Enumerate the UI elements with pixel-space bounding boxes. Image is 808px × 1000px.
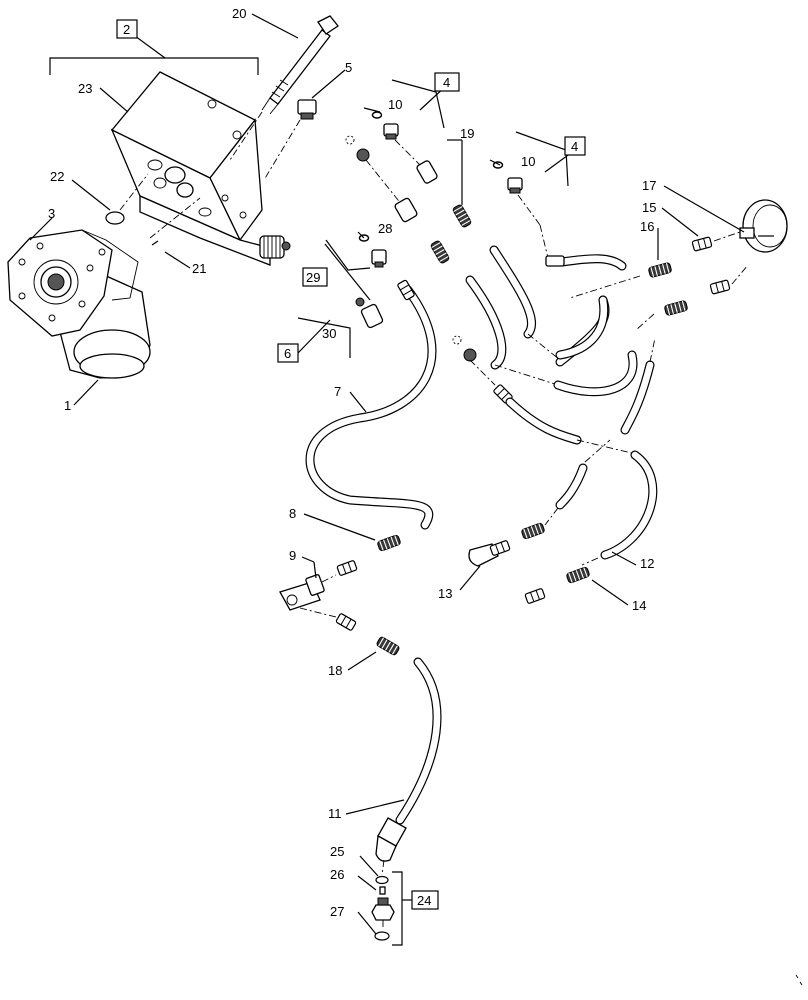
callout-10b: 10 — [521, 154, 535, 169]
spring-8 — [336, 533, 402, 577]
callout-17: 17 — [642, 178, 656, 193]
fitting-14 — [524, 565, 591, 605]
callout-20: 20 — [232, 6, 246, 21]
callout-28: 28 — [378, 221, 392, 236]
valve-block — [110, 71, 291, 266]
callout-boxes — [116, 19, 586, 910]
fitting-group-19-left — [345, 135, 473, 265]
pressure-gauge-17 — [739, 199, 788, 253]
callout-26: 26 — [330, 867, 344, 882]
callout-23: 23 — [78, 81, 92, 96]
callout-1: 1 — [64, 398, 71, 413]
callout-8: 8 — [289, 506, 296, 521]
callout-27: 27 — [330, 904, 344, 919]
callout-11: 11 — [328, 806, 342, 821]
steering-unit — [7, 229, 151, 379]
hose-19-pair — [465, 245, 638, 397]
callout-24: 24 — [417, 893, 431, 908]
callout-3: 3 — [48, 206, 55, 221]
callout-29: 29 — [306, 270, 320, 285]
fittings-bottom — [371, 875, 395, 941]
fitting-30 — [355, 297, 384, 329]
callout-16: 16 — [640, 219, 654, 234]
callout-6: 6 — [284, 346, 291, 361]
callout-19: 19 — [460, 126, 474, 141]
fitting-28 — [358, 234, 387, 268]
bolt-20 — [229, 15, 339, 161]
gauge-hoses — [555, 295, 656, 435]
callout-18: 18 — [328, 663, 342, 678]
right-fittings-15-16 — [569, 231, 749, 331]
callout-labels: 20 2 23 5 4 10 19 4 10 17 15 16 22 3 28 … — [48, 6, 656, 919]
fitting-13 — [468, 521, 546, 567]
fitting-group-10-right — [492, 161, 627, 271]
callout-5: 5 — [345, 60, 352, 75]
hose-11 — [375, 657, 442, 876]
o-ring-22 — [105, 173, 149, 225]
callout-2: 2 — [123, 22, 130, 37]
callout-25: 25 — [330, 844, 344, 859]
callout-7: 7 — [334, 384, 341, 399]
pin-21 — [149, 197, 201, 246]
fitting-group-10-upper — [371, 111, 438, 184]
callout-15: 15 — [642, 200, 656, 215]
callout-12: 12 — [640, 556, 654, 571]
spring-18 — [335, 612, 401, 657]
callout-13: 13 — [438, 586, 452, 601]
tee-9 — [279, 574, 341, 619]
callout-21: 21 — [192, 261, 206, 276]
callout-4b: 4 — [571, 139, 578, 154]
callout-14: 14 — [632, 598, 646, 613]
callout-10a: 10 — [388, 97, 402, 112]
callout-4a: 4 — [443, 75, 450, 90]
hose-12 — [544, 439, 658, 566]
callout-9: 9 — [289, 548, 296, 563]
plug-5 — [263, 99, 317, 181]
callout-30: 30 — [322, 326, 336, 341]
callout-22: 22 — [50, 169, 64, 184]
hose-7 — [305, 279, 437, 530]
fitting-lower-center — [452, 335, 641, 456]
